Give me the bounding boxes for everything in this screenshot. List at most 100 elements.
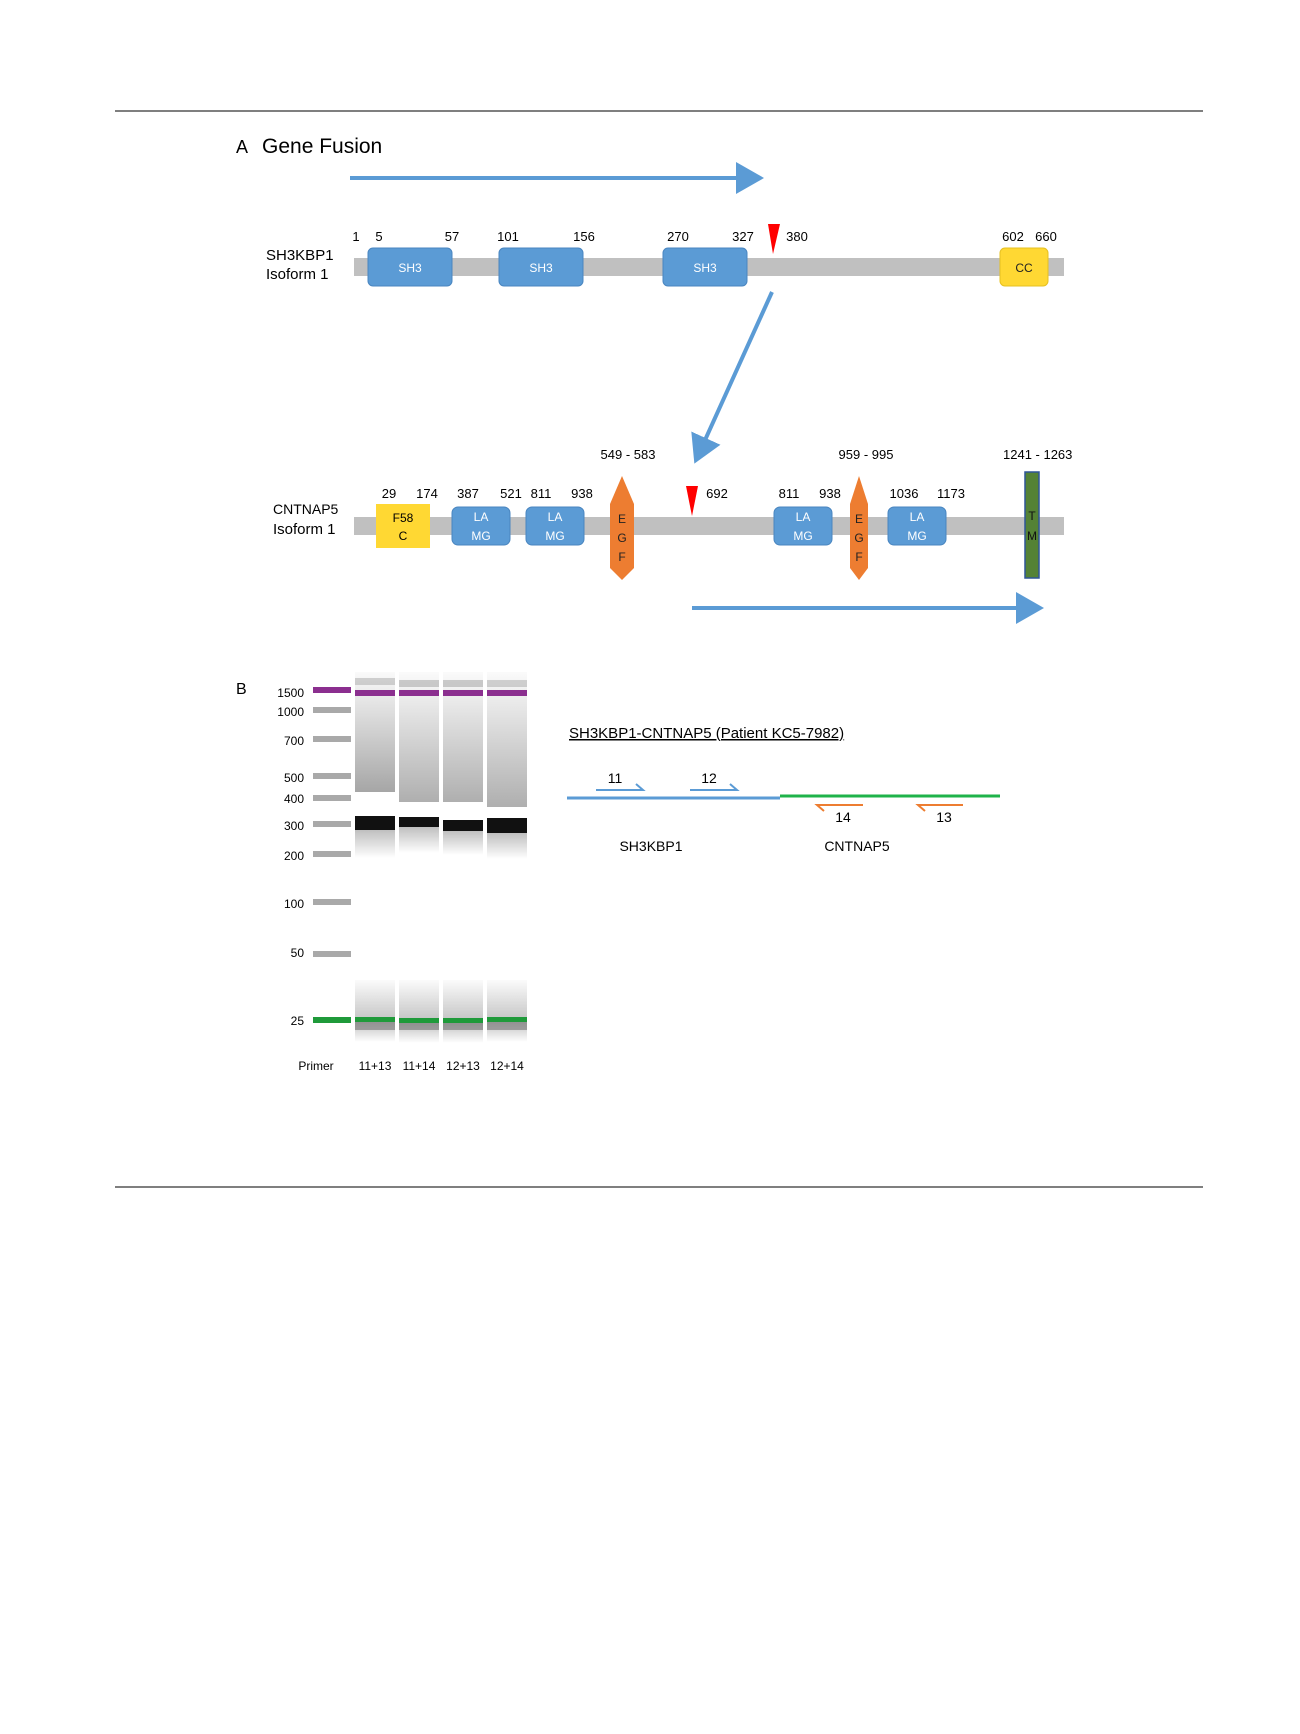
ladder-lane xyxy=(313,687,351,1023)
fusion-connector-arrow xyxy=(691,291,774,464)
svg-text:M: M xyxy=(1027,529,1037,543)
svg-text:F: F xyxy=(855,550,862,564)
position-label: 938 xyxy=(819,486,841,501)
svg-text:LA: LA xyxy=(474,510,489,524)
domain-sh3: SH3 xyxy=(498,247,584,287)
svg-text:MG: MG xyxy=(907,529,926,543)
ladder-label: 25 xyxy=(291,1014,305,1028)
svg-text:LA: LA xyxy=(910,510,925,524)
domain-lamg: LA MG xyxy=(773,506,833,546)
position-label: 380 xyxy=(786,229,808,244)
forward-primer: 11 xyxy=(596,770,646,791)
svg-text:C: C xyxy=(399,529,408,543)
position-label: 387 xyxy=(457,486,479,501)
cntnap5-track: CNTNAP5 Isoform 1 F58 C LA MG LA MG E xyxy=(273,447,1072,580)
svg-text:MG: MG xyxy=(545,529,564,543)
domain-sh3: SH3 xyxy=(662,247,748,287)
panel-a-letter: A xyxy=(236,137,248,157)
reverse-primer: 14 xyxy=(814,804,863,825)
gel-lane xyxy=(355,672,395,1042)
lane-label: 12+13 xyxy=(446,1059,480,1073)
svg-text:E: E xyxy=(618,512,626,526)
ladder-label: 300 xyxy=(284,819,304,833)
svg-text:F: F xyxy=(618,550,625,564)
range-label: 549 - 583 xyxy=(601,447,656,462)
domain-egf: E G F xyxy=(610,476,634,580)
gel-lane xyxy=(487,672,527,1042)
svg-text:LA: LA xyxy=(548,510,563,524)
svg-text:MG: MG xyxy=(471,529,490,543)
position-label: 1173 xyxy=(937,486,965,501)
sh3kbp1-gene-name: SH3KBP1 xyxy=(266,247,334,264)
position-label: 1036 xyxy=(890,486,919,501)
svg-text:SH3: SH3 xyxy=(693,261,717,275)
panel-a: A Gene Fusion SH3KBP1 Isoform 1 SH3 SH3 … xyxy=(236,135,1072,624)
gel-lane xyxy=(399,672,439,1043)
position-label: 938 xyxy=(571,486,593,501)
svg-text:LA: LA xyxy=(796,510,811,524)
domain-cc: CC xyxy=(999,247,1049,287)
position-label: 521 xyxy=(500,486,522,501)
domain-f58c: F58 C xyxy=(376,504,430,548)
ladder-label: 50 xyxy=(291,946,305,960)
position-label: 327 xyxy=(732,229,754,244)
domain-sh3: SH3 xyxy=(367,247,453,287)
svg-text:SH3: SH3 xyxy=(398,261,422,275)
reverse-primer: 13 xyxy=(915,804,963,825)
range-label: 959 - 995 xyxy=(839,447,894,462)
domain-egf: E G F xyxy=(850,476,868,580)
lane-label: 11+13 xyxy=(359,1059,392,1073)
sh3kbp1-isoform: Isoform 1 xyxy=(266,266,329,283)
gel-image xyxy=(311,672,527,1060)
panel-b-letter: B xyxy=(236,681,247,698)
svg-text:MG: MG xyxy=(793,529,812,543)
svg-text:G: G xyxy=(854,531,863,545)
svg-text:SH3: SH3 xyxy=(529,261,553,275)
svg-text:12: 12 xyxy=(701,770,717,786)
breakpoint-marker xyxy=(686,486,698,516)
ladder-label: 1500 xyxy=(277,686,304,700)
svg-text:14: 14 xyxy=(835,809,851,825)
gene-label: CNTNAP5 xyxy=(824,838,890,854)
range-label: 1241 - 1263 xyxy=(1003,447,1072,462)
svg-text:T: T xyxy=(1028,509,1036,523)
position-label: 156 xyxy=(573,229,595,244)
svg-text:E: E xyxy=(855,512,863,526)
cntnap5-gene-name: CNTNAP5 xyxy=(273,501,339,517)
position-label: 660 xyxy=(1035,229,1057,244)
primer-schematic: SH3KBP1-CNTNAP5 (Patient KC5-7982) 11 12… xyxy=(567,725,1000,854)
ladder-label: 700 xyxy=(284,734,304,748)
ladder-label: 400 xyxy=(284,792,304,806)
svg-text:13: 13 xyxy=(936,809,952,825)
ladder-label: 200 xyxy=(284,849,304,863)
domain-lamg: LA MG xyxy=(451,506,511,546)
sh3kbp1-track: SH3KBP1 Isoform 1 SH3 SH3 SH3 CC 1 5 57 xyxy=(266,224,1064,287)
position-label: 5 xyxy=(375,229,382,244)
lane-label: 11+14 xyxy=(403,1059,436,1073)
svg-text:11: 11 xyxy=(608,770,623,786)
position-label: 57 xyxy=(445,229,459,244)
fusion-title: SH3KBP1-CNTNAP5 (Patient KC5-7982) xyxy=(569,725,844,742)
position-label: 811 xyxy=(779,486,800,501)
position-label: 692 xyxy=(706,486,728,501)
ladder-label: 1000 xyxy=(277,705,304,719)
position-label: 1 xyxy=(352,229,359,244)
position-label: 602 xyxy=(1002,229,1024,244)
svg-text:F58: F58 xyxy=(393,511,414,525)
ladder-label: 100 xyxy=(284,897,304,911)
position-label: 270 xyxy=(667,229,689,244)
ladder-label: 500 xyxy=(284,771,304,785)
domain-tm: T M xyxy=(1024,471,1040,579)
panel-a-title: Gene Fusion xyxy=(262,135,382,158)
position-label: 29 xyxy=(382,486,396,501)
gel-lane xyxy=(443,672,483,1043)
svg-text:G: G xyxy=(617,531,626,545)
gene-label: SH3KBP1 xyxy=(619,838,682,854)
forward-primer: 12 xyxy=(690,770,740,791)
domain-lamg: LA MG xyxy=(887,506,947,546)
lane-label: 12+14 xyxy=(490,1059,524,1073)
position-label: 101 xyxy=(497,229,519,244)
position-label: 174 xyxy=(416,486,438,501)
svg-text:CC: CC xyxy=(1015,261,1033,275)
